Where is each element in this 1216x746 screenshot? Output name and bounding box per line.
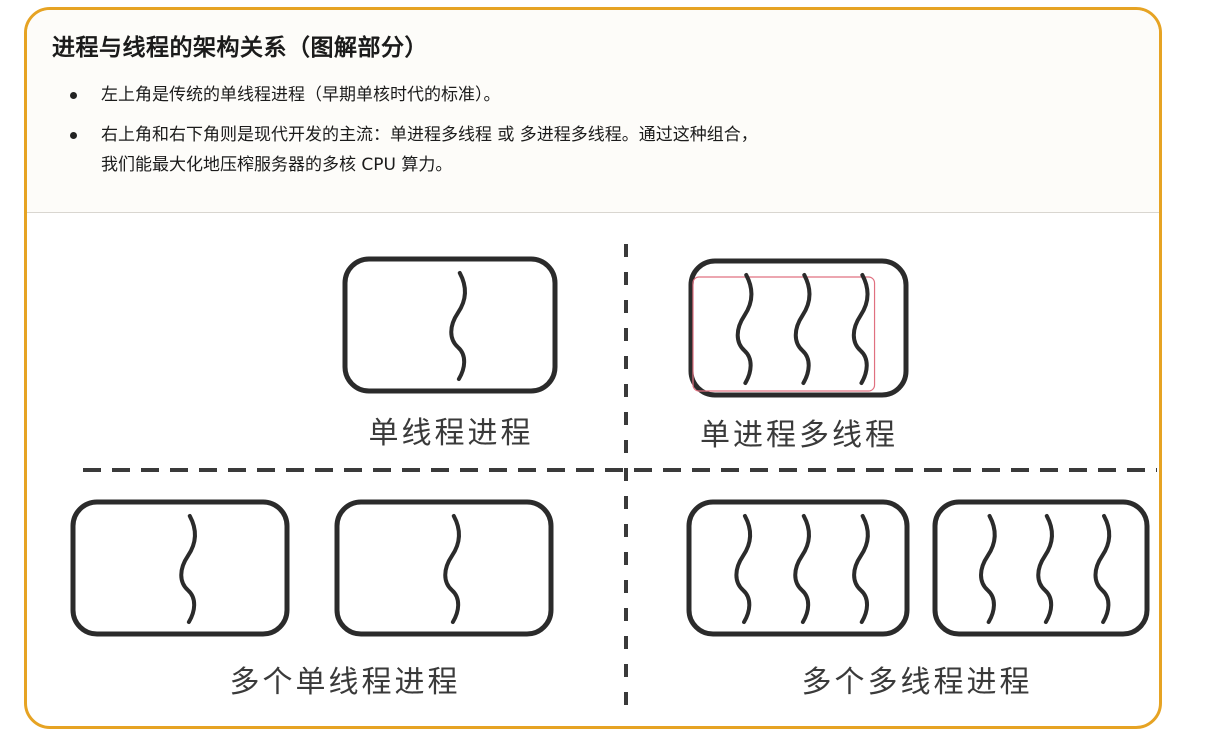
thread-wave <box>793 273 812 385</box>
process-thread-diagram: 单线程进程 单进程多线程 多个单线程进程 多个多线程进程 <box>27 214 1159 726</box>
thread-wave <box>735 273 754 385</box>
diagram-canvas: 单线程进程 单进程多线程 多个单线程进程 多个多线程进程 <box>70 244 1157 714</box>
thread-wave <box>793 514 811 624</box>
quadrant-label-multi-multi-thread-processes: 多个多线程进程 <box>802 665 1033 700</box>
bullet-text: 左上角是传统的单线程进程（早期单核时代的标准）。 <box>101 85 501 105</box>
quadrant-label-single-process-multi-thread: 单进程多线程 <box>700 418 898 453</box>
bullet-list: 左上角是传统的单线程进程（早期单核时代的标准）。 右上角和右下角则是现代开发的主… <box>63 80 758 190</box>
thread-wave <box>851 273 870 385</box>
bullet-item: 右上角和右下角则是现代开发的主流：单进程多线程 或 多进程多线程。通过这种组合，… <box>63 120 758 180</box>
thread-wave <box>1093 514 1112 624</box>
card-header: 进程与线程的架构关系（图解部分） 左上角是传统的单线程进程（早期单核时代的标准）… <box>27 10 1159 213</box>
process-box <box>334 499 554 637</box>
bullet-dot-icon <box>70 132 77 139</box>
process-boxes <box>70 256 1150 637</box>
process-box <box>342 256 558 394</box>
thread-wave <box>1036 514 1054 624</box>
explanation-card: 进程与线程的架构关系（图解部分） 左上角是传统的单线程进程（早期单核时代的标准）… <box>24 7 1162 729</box>
bullet-text: 右上角和右下角则是现代开发的主流：单进程多线程 或 多进程多线程。通过这种组合， <box>101 125 758 145</box>
thread-wave <box>443 514 461 624</box>
thread-wave <box>734 514 753 624</box>
bullet-item: 左上角是传统的单线程进程（早期单核时代的标准）。 <box>63 80 758 110</box>
bullet-dot-icon <box>70 92 77 99</box>
quadrant-label-multi-single-thread-processes: 多个单线程进程 <box>230 665 461 700</box>
card-title: 进程与线程的架构关系（图解部分） <box>52 35 428 61</box>
thread-wave <box>179 514 197 624</box>
thread-wave <box>449 271 467 381</box>
thread-wave <box>979 514 997 624</box>
highlight-frame <box>692 276 876 392</box>
process-box <box>70 499 290 637</box>
thread-wave <box>852 514 870 624</box>
bullet-text: 我们能最大化地压榨服务器的多核 CPU 算力。 <box>101 155 453 175</box>
quadrant-label-single-thread-process: 单线程进程 <box>369 416 534 451</box>
